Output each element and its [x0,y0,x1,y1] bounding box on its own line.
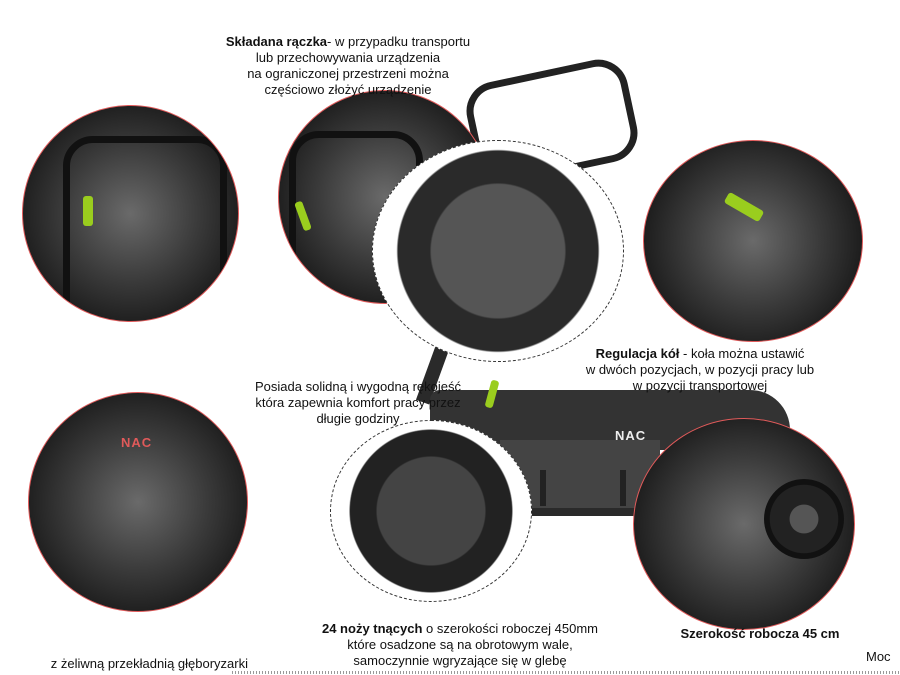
detail-circle-working-width [633,418,855,630]
tiller-shaft [470,508,770,516]
caption-wheels: Regulacja kół - koła można ustawić w dwó… [555,330,845,394]
detail-circle-grip [372,140,624,362]
caption-text: Moc [866,649,891,664]
caption-title: 24 noży tnących [321,621,423,636]
caption-text: o szerokości roboczej 450mm które osadzo… [347,621,598,668]
detail-circle-handle-fold-left [22,105,239,322]
detail-circle-tines [330,420,532,602]
caption-text: Posiada solidną i wygodną rękojeść która… [255,379,461,426]
detail-circle-gearbox: NAC [28,392,248,612]
caption-text: z żeliwną przekładnią głęboryzarki [50,656,248,671]
brand-logo-center: NAC [615,428,647,443]
caption-text: - koła można ustawić w dwóch pozycjach, … [585,346,815,393]
tine [540,470,546,506]
caption-text: - w przypadku transportu lub przechowywa… [247,34,471,97]
caption-working-width: Szerokość robocza 45 cm [655,610,865,642]
caption-tines: 24 noży tnących o szerokości roboczej 45… [295,605,625,669]
caption-grip: Posiada solidną i wygodną rękojeść która… [228,363,488,427]
tine [620,470,626,506]
caption-title: Szerokość robocza 45 cm [680,626,840,641]
divider [232,671,900,674]
caption-power: Moc [866,633,900,665]
brand-logo-left: NAC [121,435,153,450]
caption-title: Regulacja kół [595,346,680,361]
caption-title: Składana rączka [225,34,328,49]
detail-circle-wheels [643,140,863,342]
caption-gearbox: z żeliwną przekładnią głęboryzarki [0,640,248,672]
caption-handle-fold: Składana rączka- w przypadku transportu … [198,18,498,98]
